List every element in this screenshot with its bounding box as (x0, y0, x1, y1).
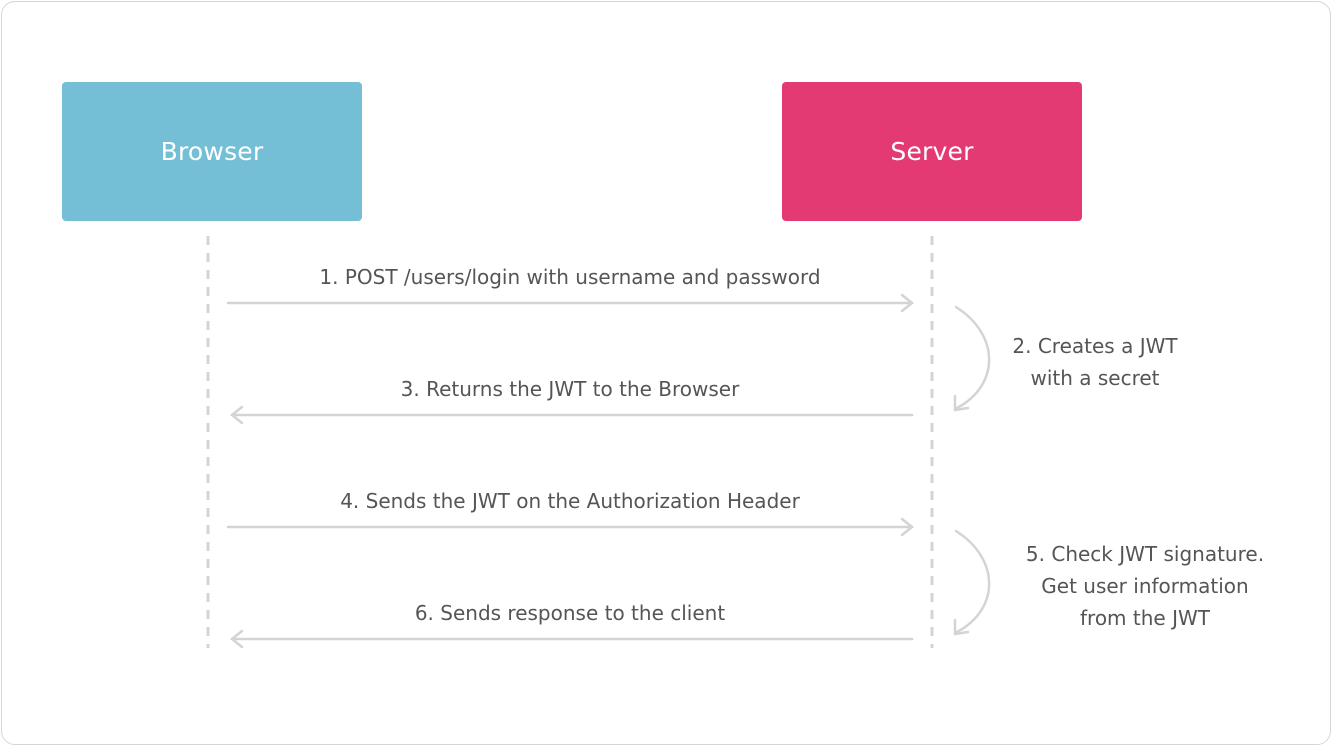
message-label-3: 3. Returns the JWT to the Browser (400, 377, 740, 401)
message-arrow-4 (226, 517, 915, 537)
message-label-4: 4. Sends the JWT on the Authorization He… (340, 489, 800, 513)
message-arrow-6 (229, 629, 914, 649)
browser-actor: Browser (62, 82, 362, 221)
self-note-2: 2. Creates a JWT with a secret (990, 330, 1200, 394)
server-actor: Server (782, 82, 1082, 221)
self-call-arrow-5 (953, 529, 991, 636)
self-note-2-line-1: 2. Creates a JWT (1012, 334, 1178, 358)
message-arrow-3 (229, 405, 914, 425)
self-note-5: 5. Check JWT signature. Get user informa… (1000, 538, 1290, 634)
self-note-2-line-2: with a secret (1030, 366, 1160, 390)
self-note-5-line-3: from the JWT (1080, 606, 1210, 630)
self-note-5-line-1: 5. Check JWT signature. (1025, 542, 1265, 566)
self-note-5-line-2: Get user information (1041, 574, 1249, 598)
message-label-6: 6. Sends response to the client (414, 601, 726, 625)
self-call-arrow-2 (953, 305, 991, 412)
message-label-1: 1. POST /users/login with username and p… (319, 265, 821, 289)
message-arrow-1 (226, 293, 915, 313)
